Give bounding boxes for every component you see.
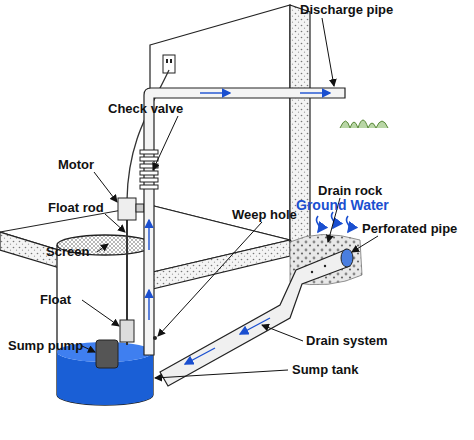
weep-hole [153, 336, 157, 340]
floor-edge [140, 240, 290, 292]
part-label: Screen [46, 244, 89, 259]
flow-arrow [200, 92, 230, 93]
motor-switch [118, 198, 136, 220]
pipe-end [341, 249, 353, 267]
water-arrow [347, 216, 350, 232]
part-label: Float rod [48, 200, 104, 215]
discharge-pipe [144, 88, 345, 355]
check-valve [140, 150, 158, 189]
part-label: Ground Water [296, 198, 389, 213]
part-label: Perforated pipe [362, 221, 457, 236]
part-label: Sump tank [292, 362, 358, 377]
part-label: Sump pump [8, 338, 83, 353]
perforation [311, 271, 313, 273]
flow-arrow [300, 92, 330, 93]
part-label: Drain system [306, 333, 388, 348]
outlet-slot [166, 59, 168, 63]
part-label: Weep hole [232, 207, 297, 222]
part-label: Discharge pipe [300, 2, 393, 17]
float [120, 320, 134, 342]
pump-body [96, 340, 118, 368]
sump-tank [57, 245, 153, 405]
outlet-slot [170, 59, 172, 63]
part-label: Check valve [108, 101, 183, 116]
wall-side [290, 5, 310, 262]
flow-arrow [148, 220, 149, 250]
part-label: Motor [58, 157, 94, 172]
perforation [324, 265, 326, 267]
part-label: Float [40, 292, 71, 307]
switch-arm [136, 204, 144, 212]
flow-arrow [185, 348, 215, 364]
part-label: Drain rock [318, 183, 382, 198]
water-arrow [317, 216, 320, 232]
flow-arrow [148, 290, 149, 320]
wall-face [150, 5, 290, 240]
grass [340, 120, 388, 128]
